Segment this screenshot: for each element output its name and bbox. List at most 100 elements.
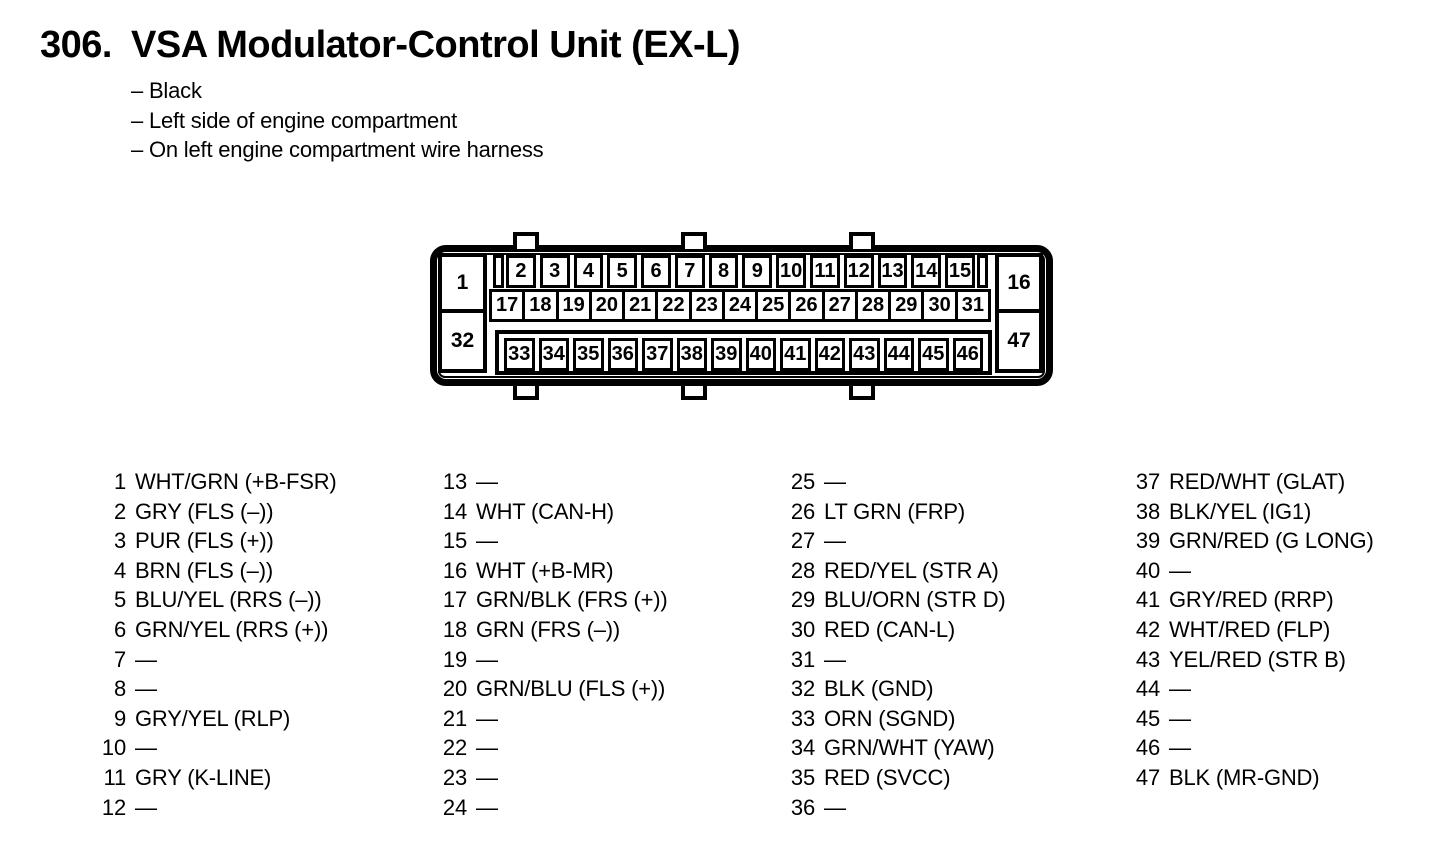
pin-wire-label: PUR (FLS (+)) [135,528,274,554]
pin-wire-label: GRY (K-LINE) [135,764,272,790]
connector-pin-cell: 17 [489,289,526,322]
pin-row: 38 BLK/YEL (IG1) [1127,497,1374,527]
connector-row-top: 2 3 4 5 6 7 8 9 10 11 12 13 [506,255,975,288]
connector-row-bottom: 33 34 35 36 37 38 39 40 41 42 43 44 [495,330,992,375]
connector-pin-cell: 37 [642,338,673,371]
pin-wire-label: GRN/WHT (YAW) [824,735,995,761]
pin-number: 13 [442,469,467,494]
pin-row: 4 BRN (FLS (–)) [93,556,337,586]
pin-number: 28 [790,557,815,583]
pin-number: 20 [442,676,467,702]
connector-pin-cell: 18 [522,289,559,322]
pin-number: 26 [790,498,815,524]
pin-wire-label: WHT/GRN (+B-FSR) [135,469,337,494]
pin-row: 7 — [93,645,337,675]
pin-row: 22 — [434,733,668,763]
pin-number: 29 [790,587,815,613]
note-line: – Black [131,78,202,103]
pin-row: 5 BLU/YEL (RRS (–)) [93,585,337,615]
pin-number: 43 [1135,646,1160,672]
pin-wire-label: — [824,646,846,672]
pin-number: 14 [442,498,467,524]
connector-pin-cell: 11 [810,255,840,288]
connector-pin-cell: 5 [607,255,638,288]
connector-pin-cell: 35 [573,338,604,371]
page-title: VSA Modulator-Control Unit (EX-L) [131,24,741,66]
connector-pin-cell: 31 [954,289,991,322]
pin-row: 45 — [1127,704,1374,734]
pin-row: 32 BLK (GND) [782,674,1006,704]
pin-list-column-3: 25 — 26 LT GRN (FRP) 27 — 28 RED/YEL (ST… [782,467,1006,822]
pin-row: 36 — [782,793,1006,823]
pin-wire-label: BLK (MR-GND) [1169,764,1320,790]
pin-number: 8 [113,676,126,702]
pin-wire-label: LT GRN (FRP) [824,498,966,524]
pin-wire-label: — [824,469,846,494]
mounting-tab-top-3 [849,232,875,249]
pin-row: 14 WHT (CAN-H) [434,497,668,527]
pin-row: 47 BLK (MR-GND) [1127,763,1374,793]
pin-row: 1 WHT/GRN (+B-FSR) [93,467,337,497]
pin-number: 25 [790,469,815,494]
pin-row: 10 — [93,733,337,763]
connector-pin-cell: 13 [877,255,908,288]
pin-number: 21 [442,705,467,731]
pin-number: 46 [1135,735,1160,761]
pin-number: 45 [1135,705,1160,731]
connector-pin-cell: 22 [655,289,692,322]
pin-number: 3 [113,528,126,554]
pin-number: 47 [1135,764,1160,790]
connector-pin-cell: 24 [721,289,759,322]
pin-row: 44 — [1127,674,1374,704]
pin-wire-label: GRN/BLU (FLS (+)) [476,676,666,702]
pin-list-column-2: 13 — 14 WHT (CAN-H) 15 — 16 WHT (+B-MR) … [434,467,668,822]
connector-pin-cell: 46 [952,338,983,371]
pin-wire-label: — [135,676,157,702]
pin-number: 38 [1135,498,1160,524]
pin-wire-label: RED/WHT (GLAT) [1169,469,1346,494]
pin-number: 36 [790,794,815,820]
connector-pin-cell: 36 [607,338,638,371]
pin-row: 6 GRN/YEL (RRS (+)) [93,615,337,645]
connector-pin-47: 47 [995,309,1043,373]
connector-pin-cell: 42 [814,338,845,371]
pin-wire-label: — [824,528,846,554]
pin-wire-label: BRN (FLS (–)) [135,557,273,583]
pin-row: 16 WHT (+B-MR) [434,556,668,586]
pin-number: 19 [442,646,467,672]
pin-number: 40 [1135,557,1160,583]
connector-pin-1: 1 [438,253,487,313]
pin-wire-label: — [476,469,498,494]
pin-wire-label: GRN/YEL (RRS (+)) [135,616,329,642]
blank-slot-left [493,255,504,288]
pin-wire-label: — [135,735,157,761]
pin-wire-label: — [476,794,498,820]
pin-row: 17 GRN/BLK (FRS (+)) [434,585,668,615]
connector-pin-cell: 9 [742,255,773,288]
connector-pin-cell: 39 [711,338,742,371]
pin-row: 40 — [1127,556,1374,586]
pin-wire-label: — [135,646,157,672]
section-number: 306. [40,24,112,66]
pin-number: 30 [790,616,815,642]
pin-number: 27 [790,528,815,554]
pin-row: 20 GRN/BLU (FLS (+)) [434,674,668,704]
pin-wire-label: GRN/BLK (FRS (+)) [476,587,668,613]
connector-pin-cell: 25 [755,289,792,322]
pin-number: 6 [113,616,126,642]
connector-pin-cell: 12 [843,255,874,288]
pin-wire-label: — [476,735,498,761]
connector-pin-cell: 41 [780,338,811,371]
pin-wire-label: — [135,794,157,820]
pin-wire-label: — [824,794,846,820]
pin-row: 26 LT GRN (FRP) [782,497,1006,527]
pin-number: 4 [113,557,126,583]
pin-number: 2 [113,498,126,524]
mounting-tab-bottom-1 [513,386,539,400]
connector-pin-32: 32 [438,309,487,373]
pin-number: 16 [442,557,467,583]
connector-pin-cell: 44 [883,338,914,371]
connector-pin-cell: 15 [945,255,975,288]
pin-row: 11 GRY (K-LINE) [93,763,337,793]
connector-row-middle: 17 18 19 20 21 22 23 24 25 26 27 28 [489,289,991,322]
